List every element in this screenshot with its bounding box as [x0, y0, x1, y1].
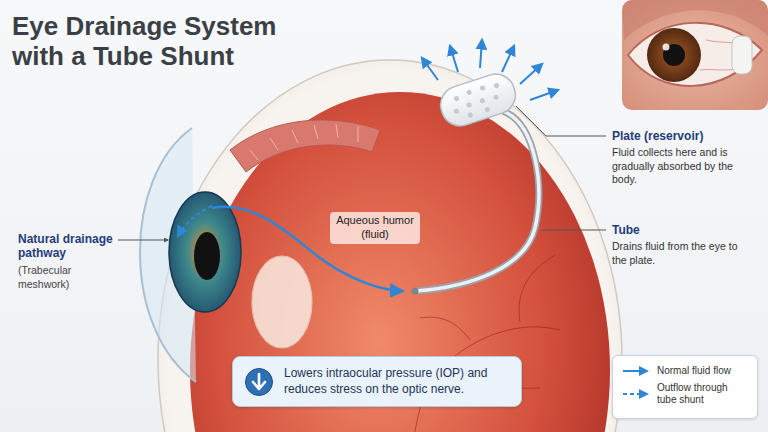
- inset-skin: [622, 0, 768, 110]
- part-description: Fluid collects here and is gradually abs…: [612, 146, 754, 187]
- absorption-arrow: [502, 46, 514, 72]
- absorption-arrow: [530, 90, 558, 100]
- vessel: [420, 317, 470, 340]
- leader-line: [541, 230, 606, 231]
- legend-line: [623, 393, 647, 395]
- absorption-arrows: [422, 40, 558, 100]
- plate-hole: [453, 95, 459, 101]
- drainage-flow-arrow: [178, 206, 212, 236]
- inset-plate: [732, 36, 752, 74]
- ciliary-muscle: [230, 120, 380, 172]
- legend-row: Outflow through tube shunt: [621, 382, 749, 406]
- vessel: [519, 255, 555, 322]
- legend-row: Normal fluid flow: [621, 365, 749, 377]
- sclera: [158, 60, 622, 432]
- leader-line: [516, 106, 606, 136]
- info-box: Lowers intraocular pressure (IOP) and re…: [232, 356, 522, 407]
- plate-hole: [466, 89, 472, 95]
- striation: [358, 126, 359, 142]
- icon-arrow: [253, 374, 265, 389]
- plate-body: [436, 69, 521, 131]
- shunt-plate: [436, 69, 521, 131]
- inset-sclera: [628, 23, 762, 86]
- striation: [270, 138, 278, 150]
- shunt-tube: [416, 112, 539, 291]
- plate-hole: [479, 85, 485, 91]
- inset-iris: [647, 28, 701, 82]
- muscle-striation: [250, 124, 358, 160]
- plate-hole: [484, 106, 490, 112]
- legend-sample: [621, 366, 651, 376]
- tube-opening: [412, 288, 419, 295]
- absorption-arrow: [450, 46, 458, 72]
- striation: [336, 124, 338, 138]
- part-label: Plate (reservoir): [612, 129, 758, 143]
- part-description: Drains fluid from the eye to the plate.: [612, 240, 754, 267]
- inset-highlight: [663, 44, 670, 51]
- absorption-arrow: [480, 40, 482, 68]
- plate-hole: [479, 98, 485, 104]
- legend-sample: [621, 389, 651, 399]
- absorption-arrow: [422, 58, 438, 80]
- part-label: Natural drainage pathway: [18, 232, 114, 261]
- plate-hole: [493, 94, 499, 100]
- part-label: Tube: [612, 223, 758, 237]
- pupil: [194, 232, 220, 280]
- plate-hole: [466, 102, 472, 108]
- iris: [169, 192, 241, 312]
- inset-upper-lid: [622, 0, 768, 40]
- absorption-arrow: [520, 64, 542, 84]
- shunt-tube-highlight: [416, 112, 539, 291]
- striation: [292, 130, 298, 143]
- legend-text: Outflow through tube shunt: [657, 382, 749, 406]
- plate-hole: [493, 82, 499, 88]
- leader-line: [118, 240, 168, 241]
- legend-text: Normal fluid flow: [657, 365, 731, 377]
- lens: [252, 256, 312, 348]
- part-label: Aqueous humor (fluid): [330, 212, 420, 244]
- striation: [314, 125, 318, 139]
- box-text: Lowers intraocular pressure (IOP) and re…: [284, 366, 510, 397]
- inset-pupil: [663, 44, 685, 66]
- plate-hole: [467, 112, 473, 118]
- eye-interior: [190, 92, 610, 432]
- plate-hole: [453, 108, 459, 114]
- diagram-title: Eye Drainage System with a Tube Shunt: [12, 12, 312, 72]
- icon-circle: [246, 368, 273, 395]
- inset-eye: [622, 0, 768, 110]
- plate-holes: [449, 81, 506, 122]
- legend-box: Normal fluid flowOutflow through tube sh…: [612, 355, 758, 419]
- part-sublabel: (Trabecular meshwork): [18, 264, 114, 291]
- striation: [250, 150, 258, 160]
- legend-line: [623, 370, 647, 372]
- down-arrow-icon: [244, 367, 274, 397]
